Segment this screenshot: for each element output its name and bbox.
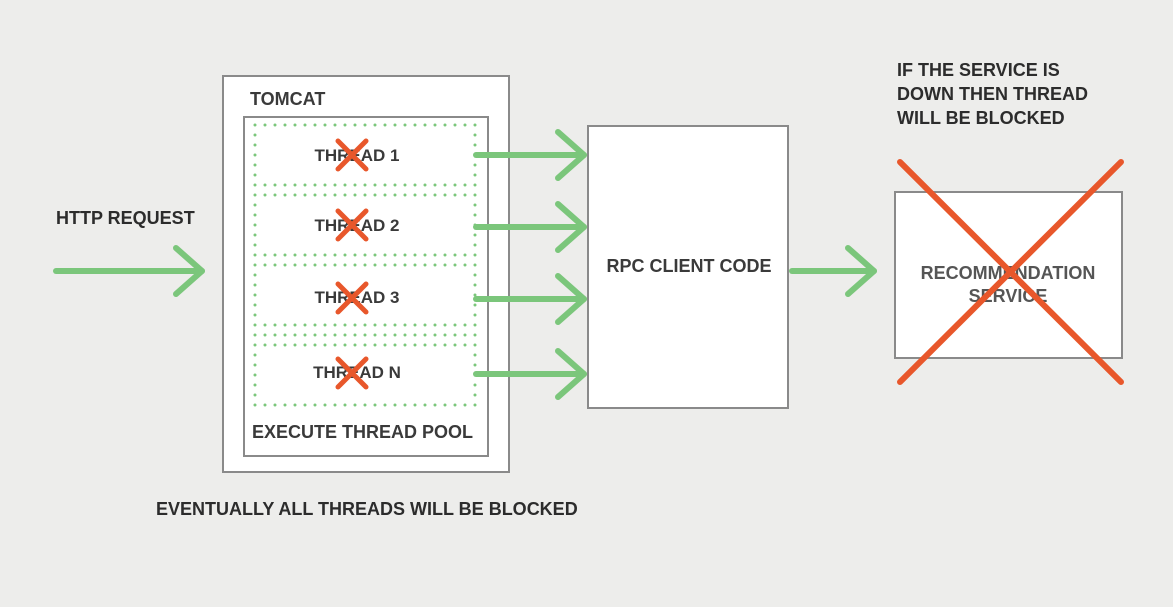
rpc-client-box [587,125,789,409]
thread-n-blocked-icon [335,356,369,390]
rpc-to-service-arrow [789,245,877,297]
thread-3-label: THREAD 3 [314,288,399,307]
thread-3-arrow [473,273,587,325]
thread-n-arrow [473,348,587,400]
thread-pool-label: EXECUTE THREAD POOL [252,422,473,442]
thread-1: THREAD 1 [260,131,472,181]
thread-3: THREAD 3 [260,273,472,323]
thread-1-arrow [473,129,587,181]
service-down-note-line3: WILL BE BLOCKED [897,108,1065,128]
thread-1-label: THREAD 1 [314,146,399,165]
thread-3-row [260,273,472,323]
thread-n-label: THREAD N [313,363,401,382]
thread-n-row [260,348,472,398]
thread-2: THREAD 2 [260,201,472,251]
thread-2-label: THREAD 2 [314,216,399,235]
service-down-note-line1: IF THE SERVICE IS [897,60,1060,80]
thread-2-arrow [473,201,587,253]
thread-3-blocked-icon [335,281,369,315]
service-down-cross-icon [897,159,1124,385]
thread-1-blocked-icon [335,138,369,172]
tomcat-title: TOMCAT [250,89,325,109]
rpc-client-label: RPC CLIENT CODE [606,256,771,276]
service-down-note-line2: DOWN THEN THREAD [897,84,1088,104]
thread-n: THREAD N [260,348,472,398]
thread-2-blocked-icon [335,208,369,242]
footer-note: EVENTUALLY ALL THREADS WILL BE BLOCKED [156,499,578,519]
http-request-arrow [53,245,205,297]
http-request-label: HTTP REQUEST [56,208,195,228]
